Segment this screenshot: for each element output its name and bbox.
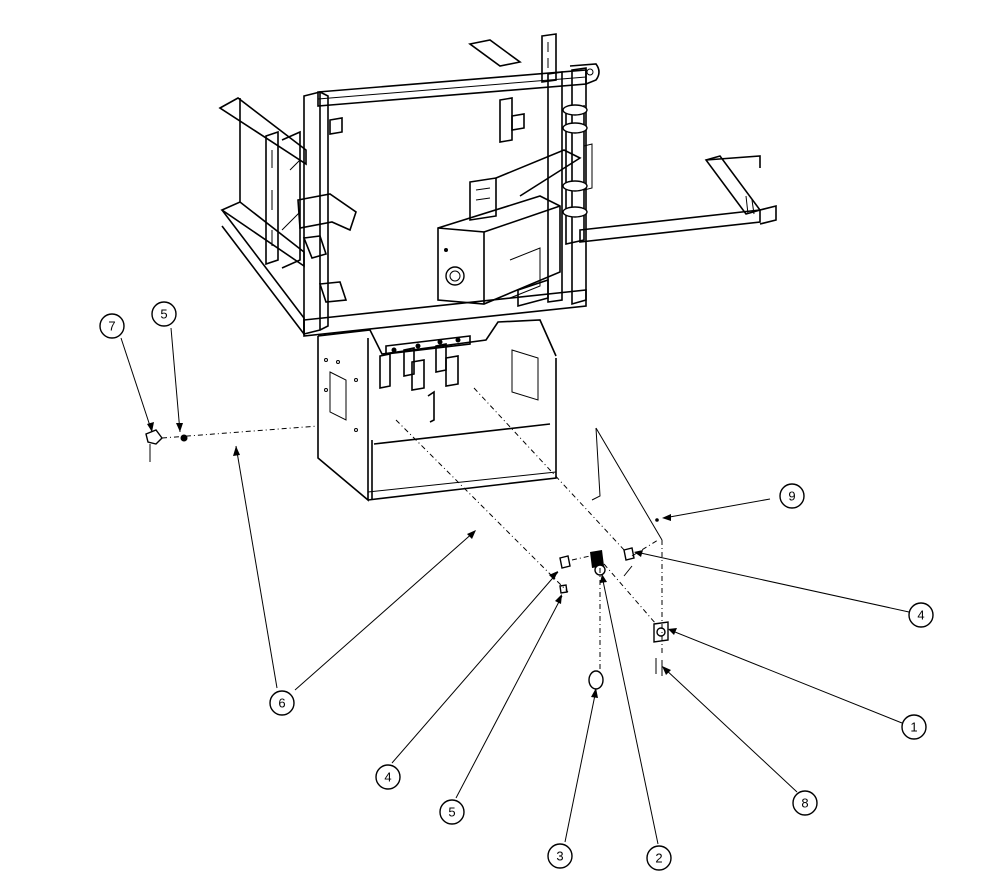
callout-2: 2	[646, 845, 672, 871]
valve-box	[317, 319, 557, 502]
callout-label: 3	[556, 849, 563, 864]
callout-label: 6	[278, 696, 285, 711]
callout-4-left: 4	[375, 764, 401, 790]
callout-label: 1	[910, 720, 917, 735]
callout-balloons: 7 5 9 4 1 6 4 8	[99, 301, 934, 871]
callout-label: 5	[160, 307, 167, 322]
callout-label: 5	[448, 805, 455, 820]
callout-label: 7	[108, 319, 115, 334]
callout-3: 3	[547, 843, 573, 869]
callout-8: 8	[792, 790, 818, 816]
leader-lines	[120, 327, 910, 845]
callout-9: 9	[779, 483, 805, 509]
exploded-parts	[145, 429, 669, 690]
callout-label: 4	[917, 608, 924, 623]
explosion-lines	[161, 387, 663, 672]
callout-label: 2	[655, 851, 662, 866]
callout-6: 6	[269, 690, 295, 716]
callout-label: 9	[788, 489, 795, 504]
callout-4-right: 4	[908, 602, 934, 628]
callout-7: 7	[99, 313, 125, 339]
callout-5-left: 5	[151, 301, 177, 327]
callout-5-bottom: 5	[439, 799, 465, 825]
frame-assembly	[218, 33, 777, 337]
callout-1: 1	[901, 714, 927, 740]
callout-label: 4	[384, 770, 391, 785]
callout-label: 8	[801, 796, 808, 811]
